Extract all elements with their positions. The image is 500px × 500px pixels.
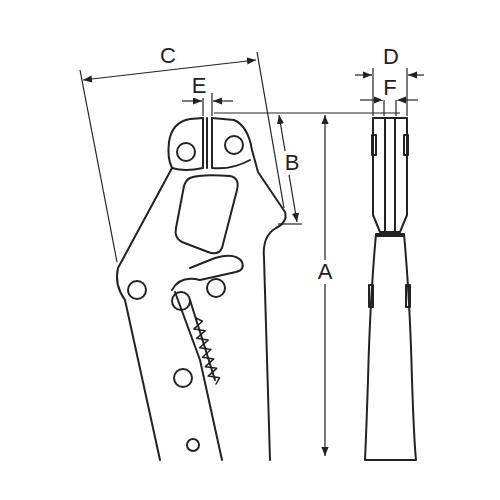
- lever-arm: [175, 292, 222, 460]
- release-pin: [187, 439, 199, 451]
- right-jaw: [212, 118, 250, 168]
- extension-line: [211, 93, 212, 116]
- dimension-line: [408, 74, 424, 75]
- dimension-line: [213, 100, 233, 101]
- pivot-pin: [174, 369, 192, 387]
- pivot-pin: [128, 281, 146, 299]
- extension-line: [278, 223, 302, 224]
- pivot-pin: [207, 279, 225, 297]
- pivot-pin: [172, 292, 190, 310]
- extension-line: [80, 70, 117, 262]
- side-rivet: [369, 285, 373, 307]
- body-slot: [176, 175, 238, 253]
- dimension-letter: B: [283, 151, 302, 175]
- side-collar: [376, 235, 404, 237]
- dimension-line: [324, 115, 325, 456]
- side-rivet: [406, 285, 410, 307]
- dimension-line: [360, 99, 383, 100]
- plier-body: [117, 118, 286, 460]
- dimension-letter: E: [190, 74, 209, 98]
- side-plate-line: [394, 118, 396, 232]
- side-rivet: [404, 135, 408, 155]
- extension-line: [372, 68, 373, 116]
- side-rivet: [372, 135, 376, 155]
- side-handle: [365, 234, 416, 460]
- extension-line: [214, 112, 400, 113]
- dimension-letter: F: [381, 76, 398, 100]
- dimension-letter: D: [381, 45, 401, 69]
- left-jaw: [172, 118, 203, 170]
- jaw-pin: [225, 136, 243, 154]
- extension-line: [257, 52, 284, 208]
- jaw-pin: [177, 143, 195, 161]
- dimension-line: [397, 99, 418, 100]
- cutting-edge: [206, 118, 208, 168]
- dimension-line: [182, 100, 202, 101]
- side-head: [373, 118, 407, 232]
- side-plate-line: [384, 118, 386, 232]
- extension-line: [406, 68, 407, 116]
- spring: [194, 318, 220, 384]
- dimension-letter: A: [316, 260, 335, 284]
- dimension-line: [355, 74, 372, 75]
- dimension-letter: C: [158, 44, 178, 68]
